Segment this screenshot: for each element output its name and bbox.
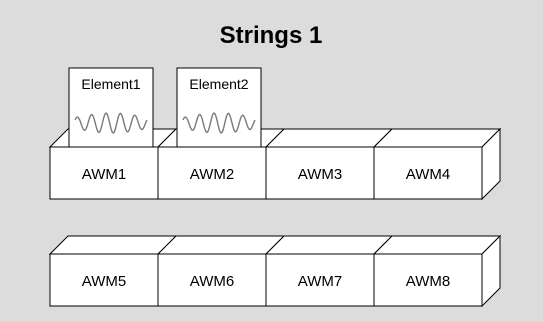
- element-card-face: [176, 67, 262, 148]
- diagram-title: Strings 1: [220, 22, 323, 49]
- awm-slot-label: AWM2: [190, 166, 234, 183]
- waveform-icon: [182, 112, 256, 134]
- awm-slot-label: AWM6: [190, 273, 234, 290]
- awm-row-1: AWM1 AWM2 AWM3 AWM4: [48, 127, 502, 201]
- awm-slot-top: [48, 235, 178, 255]
- awm-slot-top: [264, 235, 394, 255]
- awm-slot-label: AWM5: [82, 273, 126, 290]
- awm-slot-awm5: AWM5: [49, 253, 159, 307]
- awm-slot-label: AWM8: [406, 273, 450, 290]
- awm-slot-face: [265, 146, 375, 200]
- awm-slot-awm2: AWM2: [157, 146, 267, 200]
- awm-slot-label: AWM1: [82, 166, 126, 183]
- awm-slot-top: [372, 128, 502, 148]
- element-card-2: Element2: [176, 67, 262, 148]
- awm-slot-face: [265, 253, 375, 307]
- element-card-face: [68, 67, 154, 148]
- awm-slot-face: [157, 253, 267, 307]
- awm-row-2: AWM5 AWM6 AWM7 AWM8: [48, 234, 502, 308]
- awm-slot-face: [373, 253, 483, 307]
- awm-slot-label: AWM3: [298, 166, 342, 183]
- awm-slot-top: [372, 235, 502, 255]
- awm-slot-awm1: AWM1: [49, 146, 159, 200]
- element-card-1: Element1: [68, 67, 154, 148]
- awm-slot-awm7: AWM7: [265, 253, 375, 307]
- awm-slot-face: [49, 253, 159, 307]
- awm-slot-awm4: AWM4: [373, 146, 483, 200]
- awm-slot-awm6: AWM6: [157, 253, 267, 307]
- awm-slot-label: AWM7: [298, 273, 342, 290]
- awm-slot-face: [373, 146, 483, 200]
- awm-slot-awm3: AWM3: [265, 146, 375, 200]
- awm-slot-label: AWM4: [406, 166, 450, 183]
- awm-slot-awm8: AWM8: [373, 253, 483, 307]
- element-label: Element2: [189, 76, 248, 92]
- awm-slot-top: [264, 128, 394, 148]
- waveform-icon: [74, 112, 148, 134]
- awm-slot-top: [156, 235, 286, 255]
- element-label: Element1: [81, 76, 140, 92]
